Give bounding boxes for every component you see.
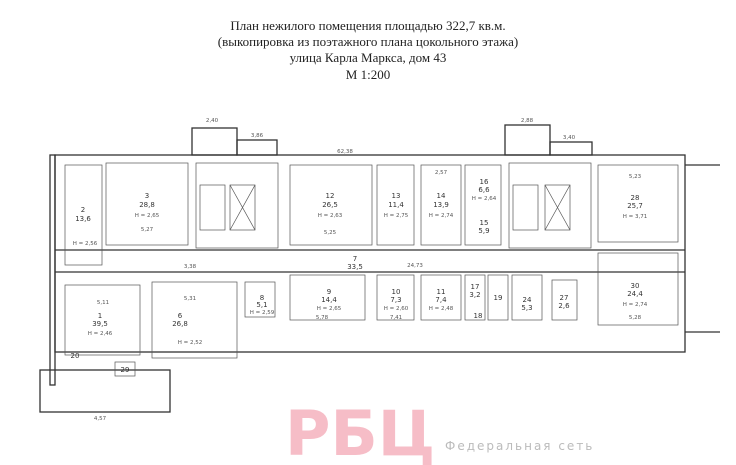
room-16-number: 16	[480, 178, 489, 186]
room-6-area: 26,8	[172, 320, 188, 328]
dim: 2,40	[206, 118, 219, 124]
plan-title-line-2: (выкопировка из поэтажного плана цокольн…	[217, 34, 519, 49]
dim: 3,40	[563, 135, 576, 141]
dim: 5,31	[184, 296, 196, 302]
room-8-area: 5,1	[256, 301, 267, 309]
outer-walls	[39, 124, 720, 413]
room-15-area: 5,9	[478, 227, 489, 235]
room-30-height: H = 2,74	[623, 302, 648, 308]
room-1-height: H = 2,46	[88, 331, 113, 337]
room-2-area: 13,6	[75, 215, 91, 223]
room-3-number: 3	[145, 192, 149, 200]
room-11-number: 11	[437, 288, 446, 296]
dim: 3,38	[184, 264, 197, 270]
room-10-number: 10	[392, 288, 401, 296]
room-13-area: 11,4	[388, 201, 404, 209]
room-3-height: H = 2,65	[135, 213, 160, 219]
dim: 5,27	[141, 227, 154, 233]
room-30-number: 30	[631, 282, 640, 290]
dim: 5,78	[316, 315, 329, 321]
dim: 5,25	[324, 230, 337, 236]
room-14-number: 14	[437, 192, 446, 200]
room-2-height: H = 2,56	[73, 241, 98, 247]
dimension-labels: 62,38 24,73 5,27 5,25 5,23 5,28 5,31 5,1…	[94, 118, 642, 422]
room-12-area: 26,5	[322, 201, 338, 209]
rooms	[64, 162, 679, 377]
room-8-number: 8	[260, 294, 264, 302]
room-13-number: 13	[392, 192, 401, 200]
dim: 2,88	[521, 118, 534, 124]
room-16-area: 6,6	[478, 186, 490, 194]
room-6-height: H = 2,52	[178, 340, 203, 346]
room-27-area: 2,6	[558, 302, 570, 310]
dim: 7,41	[390, 315, 402, 321]
room-16-height: H = 2,64	[472, 196, 497, 202]
watermark-subtitle: Федеральная сеть	[445, 439, 594, 453]
room-29-number: 29	[121, 366, 130, 374]
room-9-height: H = 2,65	[317, 306, 342, 312]
room-9-area: 14,4	[321, 296, 337, 304]
room-12-number: 12	[326, 192, 335, 200]
room-18-number: 18	[474, 312, 483, 320]
room-10-height: H = 2,60	[384, 306, 409, 312]
room-20-number: 20	[71, 352, 80, 360]
dim: 2,57	[435, 170, 448, 176]
room-2-number: 2	[81, 206, 85, 214]
room-28-height: H = 3,71	[623, 214, 648, 220]
room-14-height: H = 2,74	[429, 213, 454, 219]
room-6-number: 6	[178, 312, 183, 320]
room-17-area: 3,2	[469, 291, 480, 299]
room-12-height: H = 2,63	[318, 213, 343, 219]
room-13-height: H = 2,75	[384, 213, 409, 219]
plan-title-line-1: План нежилого помещения площадью 322,7 к…	[230, 18, 506, 33]
room-11-height: H = 2,48	[429, 306, 454, 312]
plan-scale: М 1:200	[345, 67, 391, 82]
dim: 5,23	[629, 174, 642, 180]
room-28-area: 25,7	[627, 202, 643, 210]
room-3-area: 28,8	[139, 201, 155, 209]
room-1-area: 39,5	[92, 320, 108, 328]
room-28-number: 28	[631, 194, 640, 202]
room-labels: 2 13,6 H = 2,56 3 28,8 H = 2,65 12 26,5 …	[71, 178, 648, 374]
room-7-area: 33,5	[347, 263, 363, 271]
dim: 5,28	[629, 315, 642, 321]
watermark-logo: РБЦ	[285, 397, 435, 465]
room-19-number: 19	[494, 294, 503, 302]
room-9-number: 9	[327, 288, 331, 296]
room-27-number: 27	[560, 294, 569, 302]
room-24-number: 24	[523, 296, 532, 304]
room-17-number: 17	[471, 283, 480, 291]
room-1-number: 1	[98, 312, 102, 320]
room-30-area: 24,4	[627, 290, 643, 298]
room-15-number: 15	[480, 219, 489, 227]
dim-top-total: 62,38	[337, 149, 353, 155]
dim: 5,11	[97, 300, 109, 306]
room-10-area: 7,3	[390, 296, 401, 304]
plan-address: улица Карла Маркса, дом 43	[289, 50, 447, 65]
room-11-area: 7,4	[435, 296, 447, 304]
room-7-number: 7	[353, 255, 357, 263]
dim: 4,57	[94, 416, 107, 422]
room-8-height: H = 2,59	[250, 310, 275, 316]
dim: 3,86	[251, 133, 264, 139]
room-14-area: 13,9	[433, 201, 449, 209]
dim-corridor: 24,73	[407, 263, 423, 269]
room-24-area: 5,3	[521, 304, 532, 312]
